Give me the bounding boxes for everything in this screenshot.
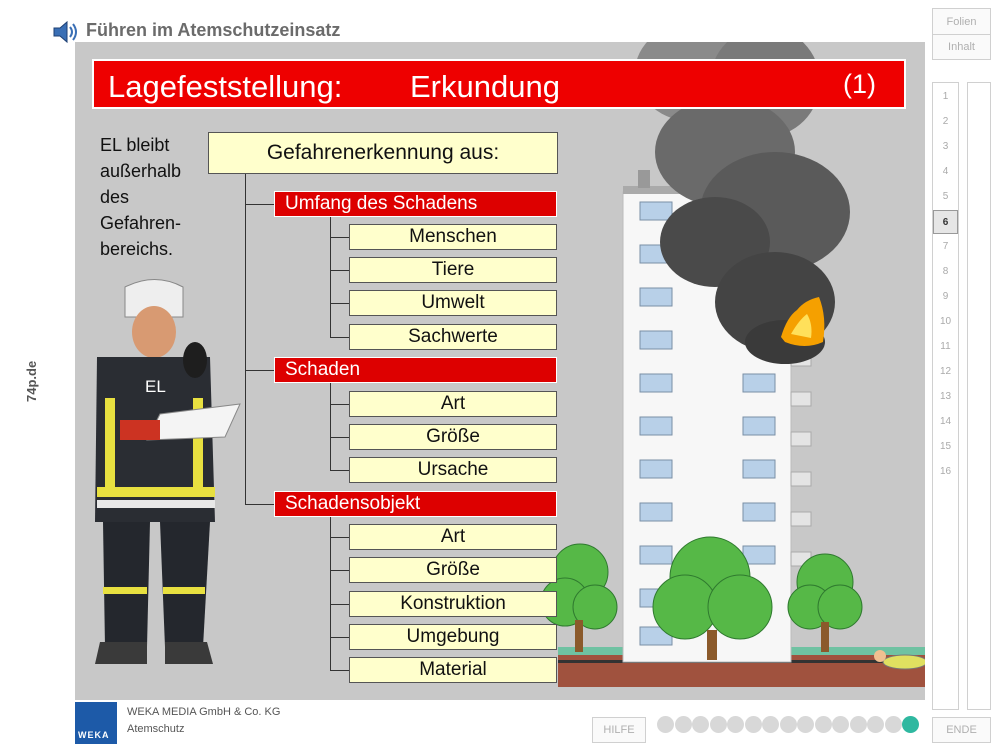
tree-item: Größe [349,557,557,583]
note-line: bereichs. [100,239,174,259]
slide-link[interactable]: 10 [939,316,952,327]
hilfe-button[interactable]: HILFE [592,717,646,743]
scene-illustration [95,42,925,687]
tree-line [330,437,349,438]
tree-line [330,404,349,405]
progress-dot [762,716,779,733]
tree-line [330,337,349,338]
progress-dot [797,716,814,733]
banner-topic: Erkundung [410,69,560,104]
slide-link[interactable]: 15 [939,441,952,452]
progress-dot [779,716,797,733]
tree-line [330,237,349,238]
figure-label: EL [145,377,166,396]
slide-link-active[interactable]: 6 [933,210,958,234]
slide-link[interactable]: 7 [942,241,949,252]
progress-dot [692,716,709,733]
slide-link[interactable]: 5 [942,191,949,202]
weka-logo: WEKA [75,702,117,744]
progress-dot [832,716,849,733]
progress-dot [657,716,674,733]
folien-button[interactable]: Folien [932,8,991,36]
slide-banner: Lagefeststellung: Erkundung (1) [92,59,906,109]
note-line: außerhalb [100,161,182,181]
group-schaden: Schaden [274,357,557,383]
progress-dot [744,716,762,733]
module-name: Atemschutz [127,723,185,735]
tree-line [245,370,274,371]
slide-link[interactable]: 1 [942,91,949,102]
tree-item: Größe [349,424,557,450]
slide-link[interactable]: 4 [942,166,949,177]
slide-link[interactable]: 8 [942,266,949,277]
speaker-icon[interactable] [52,20,78,44]
slide-number: (1) [843,69,876,99]
tree-line [330,537,349,538]
progress-dot-current [902,716,919,733]
slide-link[interactable]: 11 [940,341,951,352]
tree-line [330,570,349,571]
tree-item: Art [349,391,557,417]
progress-dot [814,716,832,733]
progress-dot [727,716,744,733]
slide-link[interactable]: 3 [942,141,949,152]
tree-item: Sachwerte [349,324,557,350]
scrollbar[interactable] [967,82,991,710]
tree-line [330,383,331,471]
note-line: EL bleibt [100,135,170,155]
ende-button[interactable]: ENDE [932,717,991,743]
slide-link[interactable]: 16 [939,466,952,477]
slide-link[interactable]: 12 [939,366,952,377]
slide-link[interactable]: 13 [939,391,952,402]
logo-text: WEKA [78,730,110,740]
tree-item: Ursache [349,457,557,483]
tree-line [330,470,349,471]
slide-navigator: 1 2 3 4 5 6 7 8 9 10 11 12 13 14 15 16 [932,82,959,710]
tree-root: Gefahrenerkennung aus: [208,132,558,174]
note-line: Gefahren- [100,213,182,233]
slide-stage: EL Lagefeststellung: Erkundung (1) EL bl… [75,42,925,700]
firefighter-figure [95,279,241,664]
progress-dot [884,716,902,733]
tree-line [330,637,349,638]
note-line: des [100,187,130,207]
tree-line [330,217,331,337]
slide-link[interactable]: 9 [942,291,949,302]
progress-dot [674,716,692,733]
tree-line [245,504,274,505]
inhalt-button[interactable]: Inhalt [932,34,991,60]
group-schadensobjekt: Schadensobjekt [274,491,557,517]
tree-item: Konstruktion [349,591,557,617]
tree-line [245,174,246,504]
tree-line [330,670,349,671]
progress-dot [849,716,867,733]
tree-item: Art [349,524,557,550]
tree-line [245,204,274,205]
progress-dot [709,716,727,733]
company-name: WEKA MEDIA GmbH & Co. KG [127,706,281,718]
tree-line [330,517,331,670]
banner-label: Lagefeststellung: [108,69,343,104]
progress-dot [867,716,884,733]
tree-line [330,303,349,304]
tree-item: Umgebung [349,624,557,650]
note-text: EL bleibt außerhalb des Gefahren- bereic… [100,132,220,262]
tree-item: Umwelt [349,290,557,316]
slide-link[interactable]: 2 [942,116,949,127]
tree-item: Material [349,657,557,683]
group-umfang: Umfang des Schadens [274,191,557,217]
tree-item: Tiere [349,257,557,283]
tree-line [330,604,349,605]
tree-item: Menschen [349,224,557,250]
side-brand: 74p.de [24,360,39,402]
app-title: Führen im Atemschutzeinsatz [86,20,341,40]
tree-line [330,270,349,271]
slide-link[interactable]: 14 [939,416,952,427]
